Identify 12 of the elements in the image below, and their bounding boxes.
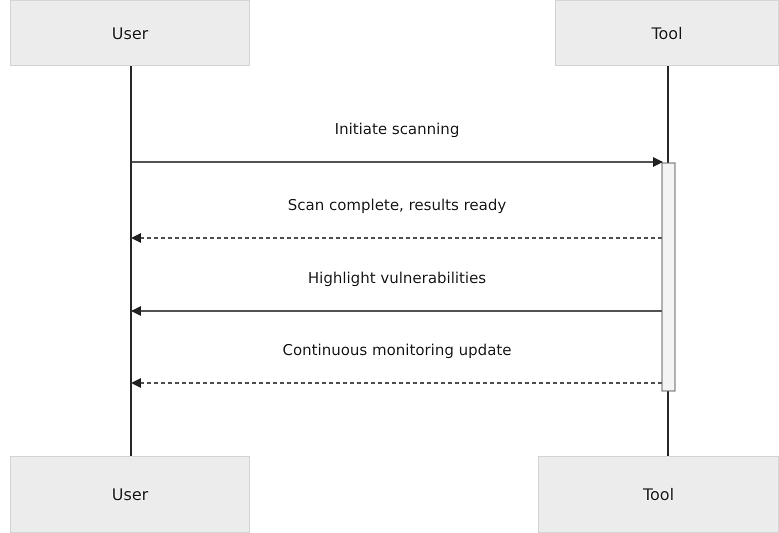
- participant-box: User: [10, 456, 250, 533]
- message-arrow: [131, 306, 662, 316]
- participant-box: Tool: [555, 0, 779, 66]
- lifeline: [130, 66, 132, 456]
- participant-box: User: [10, 0, 250, 66]
- participant-box: Tool: [538, 456, 779, 533]
- message-arrow: [131, 233, 662, 243]
- activation-bar: [662, 162, 676, 392]
- message-label: Continuous monitoring update: [280, 341, 514, 359]
- message-arrow: [132, 157, 663, 167]
- message-label: Scan complete, results ready: [286, 196, 508, 214]
- message-arrow: [131, 378, 662, 388]
